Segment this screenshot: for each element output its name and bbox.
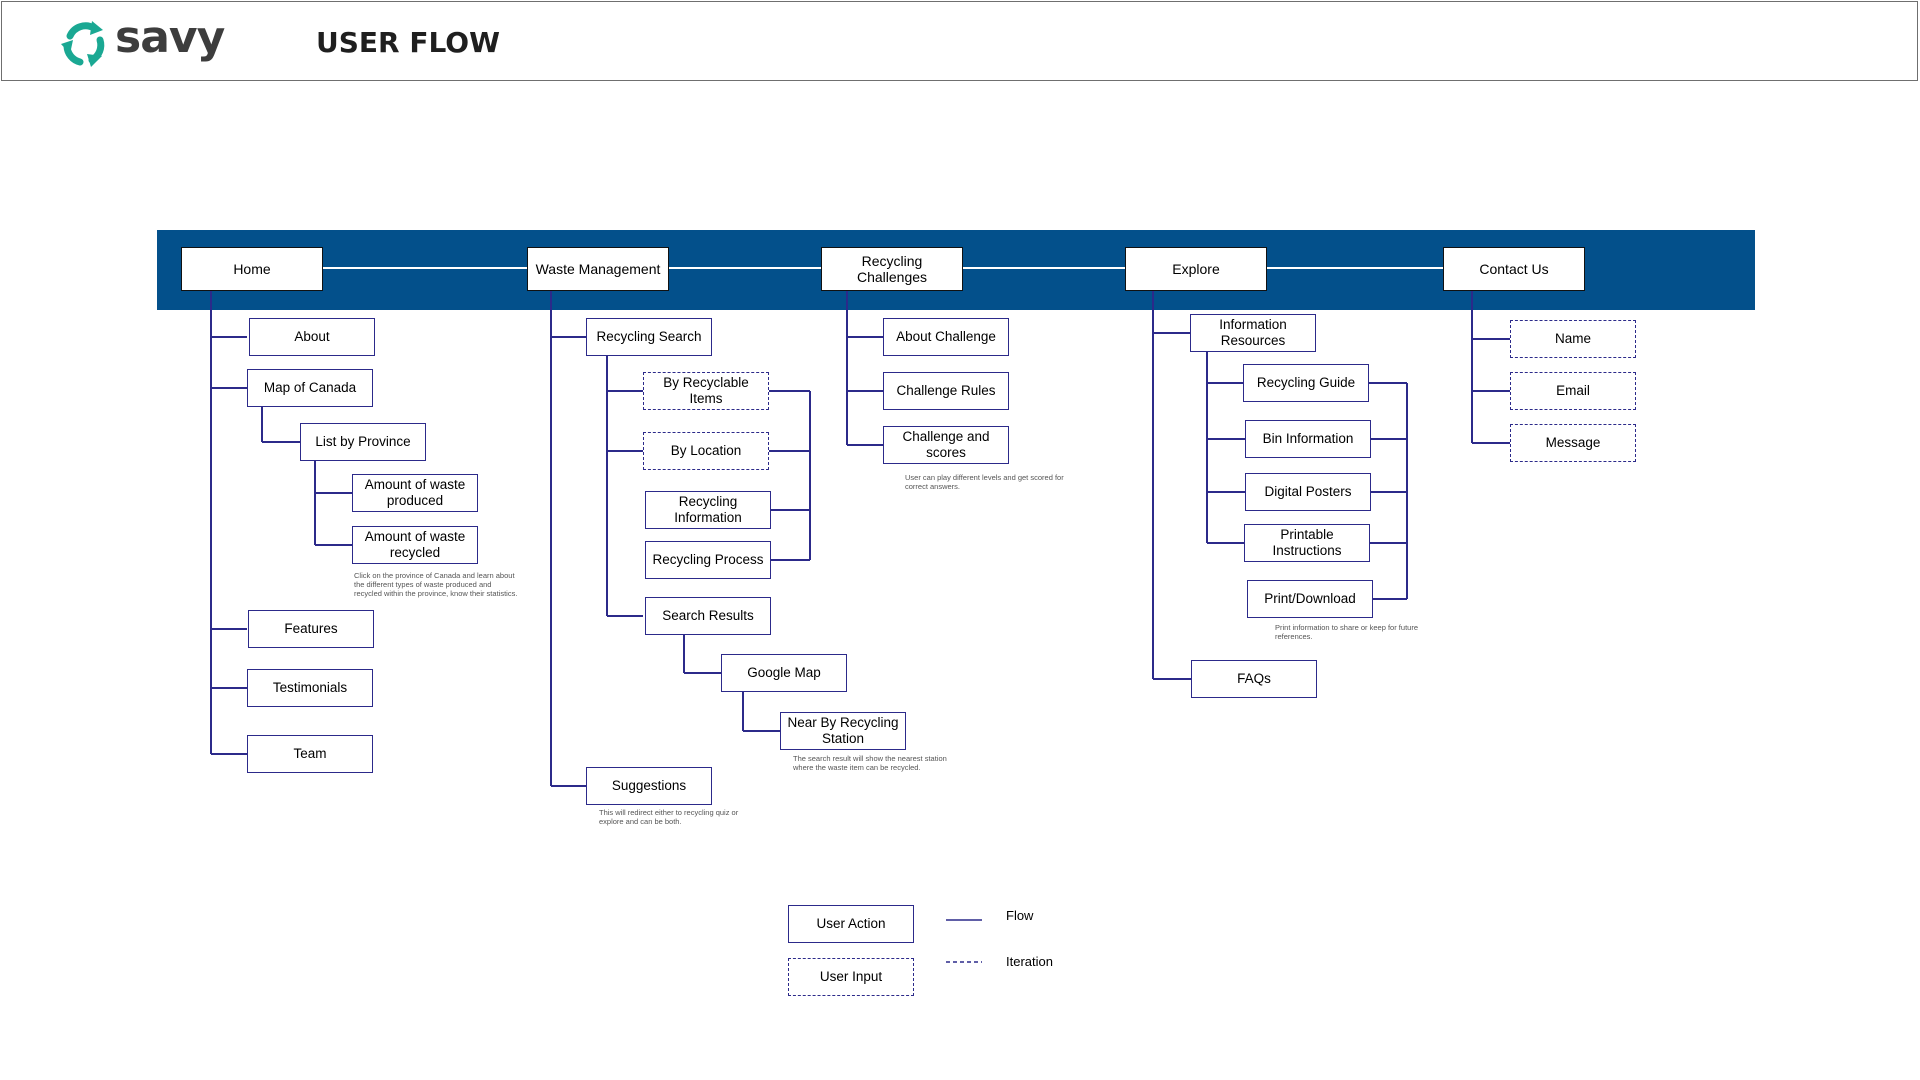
waste-search-results[interactable]: Search Results	[645, 597, 771, 635]
waste-station-note: The search result will show the nearest …	[793, 754, 947, 772]
home-waste-recycled[interactable]: Amount of waste recycled	[352, 526, 478, 564]
waste-by-location[interactable]: By Location	[643, 432, 769, 470]
header-bar: savy USER FLOW	[1, 1, 1918, 81]
explore-recycling-guide[interactable]: Recycling Guide	[1243, 364, 1369, 402]
waste-suggestions-note: This will redirect either to recycling q…	[599, 808, 739, 826]
legend-iteration-label: Iteration	[1006, 954, 1053, 969]
waste-recycling-process[interactable]: Recycling Process	[645, 541, 771, 579]
explore-bin-information[interactable]: Bin Information	[1245, 420, 1371, 458]
contact-name-field[interactable]: Name	[1510, 320, 1636, 358]
challenge-rules[interactable]: Challenge Rules	[883, 372, 1009, 410]
recycle-logo-icon	[61, 21, 105, 67]
legend-flow-label: Flow	[1006, 908, 1034, 923]
challenge-scores[interactable]: Challenge and scores	[883, 426, 1009, 464]
legend-user-action: User Action	[788, 905, 914, 943]
explore-print-note: Print information to share or keep for f…	[1275, 623, 1418, 641]
legend-line-samples	[946, 919, 982, 963]
waste-by-recyclable-items[interactable]: By Recyclable Items	[643, 372, 769, 410]
contact-message-field[interactable]: Message	[1510, 424, 1636, 462]
home-about[interactable]: About	[249, 318, 375, 356]
explore-information-resources[interactable]: Information Resources	[1190, 314, 1316, 352]
challenge-note: User can play different levels and get s…	[905, 473, 1064, 491]
challenge-about[interactable]: About Challenge	[883, 318, 1009, 356]
waste-recycling-search[interactable]: Recycling Search	[586, 318, 712, 356]
home-province-note: Click on the province of Canada and lear…	[354, 571, 518, 598]
home-map-of-canada[interactable]: Map of Canada	[247, 369, 373, 407]
waste-nearby-station[interactable]: Near By Recycling Station	[780, 712, 906, 750]
nav-recycling-challenges[interactable]: Recycling Challenges	[821, 247, 963, 291]
nav-waste-management[interactable]: Waste Management	[527, 247, 669, 291]
home-waste-produced[interactable]: Amount of waste produced	[352, 474, 478, 512]
waste-google-map[interactable]: Google Map	[721, 654, 847, 692]
explore-printable-instructions[interactable]: Printable Instructions	[1244, 524, 1370, 562]
explore-digital-posters[interactable]: Digital Posters	[1245, 473, 1371, 511]
home-team[interactable]: Team	[247, 735, 373, 773]
legend-user-input: User Input	[788, 958, 914, 996]
waste-recycling-information[interactable]: Recycling Information	[645, 491, 771, 529]
page-title: USER FLOW	[316, 26, 500, 59]
waste-suggestions[interactable]: Suggestions	[586, 767, 712, 805]
nav-contact-us[interactable]: Contact Us	[1443, 247, 1585, 291]
home-list-by-province[interactable]: List by Province	[300, 423, 426, 461]
nav-home[interactable]: Home	[181, 247, 323, 291]
explore-faqs[interactable]: FAQs	[1191, 660, 1317, 698]
nav-explore[interactable]: Explore	[1125, 247, 1267, 291]
explore-print-download[interactable]: Print/Download	[1247, 580, 1373, 618]
brand-name: savy	[115, 12, 225, 63]
contact-email-field[interactable]: Email	[1510, 372, 1636, 410]
home-features[interactable]: Features	[248, 610, 374, 648]
home-testimonials[interactable]: Testimonials	[247, 669, 373, 707]
